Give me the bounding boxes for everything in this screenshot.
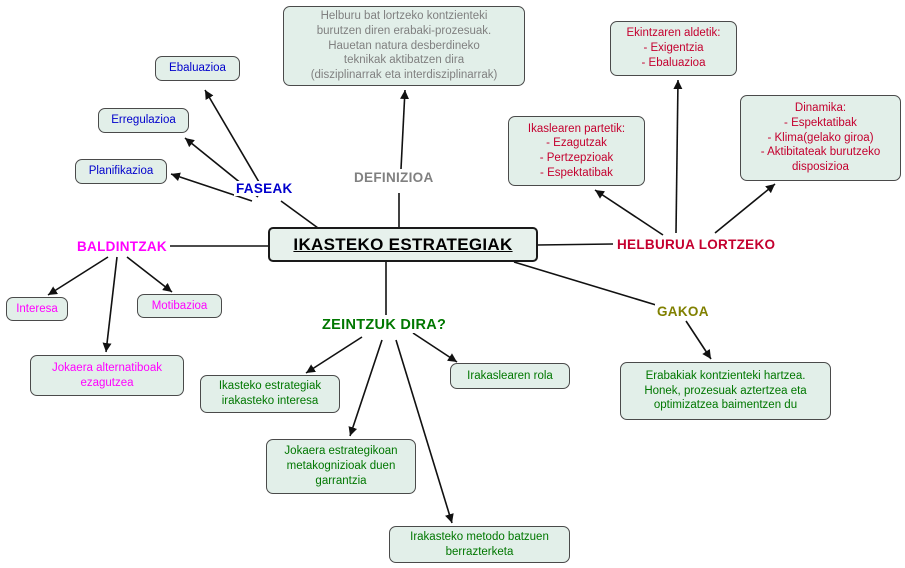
link-label-baldintzak[interactable]: BALDINTZAK [75, 239, 169, 254]
node-definizioa-testua[interactable]: Helburu bat lortzeko kontzienteki burutz… [283, 6, 525, 86]
node-ikasteko-estrategiak-interesa[interactable]: Ikasteko estrategiak irakasteko interesa [200, 375, 340, 413]
link-label-definizioa[interactable]: DEFINIZIOA [352, 170, 436, 185]
node-irakaslearen-rola[interactable]: Irakaslearen rola [450, 363, 570, 389]
node-planifikazioa[interactable]: Planifikazioa [75, 159, 167, 184]
central-concept[interactable]: IKASTEKO ESTRATEGIAK [268, 227, 538, 262]
node-interesa[interactable]: Interesa [6, 297, 68, 321]
node-ekintzaren-aldetik[interactable]: Ekintzaren aldetik: - Exigentzia - Ebalu… [610, 21, 737, 76]
node-erabakiak[interactable]: Erabakiak kontzienteki hartzea. Honek, p… [620, 362, 831, 420]
node-dinamika[interactable]: Dinamika: - Espektatibak - Klima(gelako … [740, 95, 901, 181]
node-ebaluazioa[interactable]: Ebaluazioa [155, 56, 240, 81]
node-jokaera-alternatiboak[interactable]: Jokaera alternatiboak ezagutzea [30, 355, 184, 396]
node-ikaslearen-partetik[interactable]: Ikaslearen partetik: - Ezagutzak - Pertz… [508, 116, 645, 186]
link-label-zeintzuk-dira[interactable]: ZEINTZUK DIRA? [320, 317, 449, 333]
link-label-helburua-lortzeko[interactable]: HELBURUA LORTZEKO [615, 237, 778, 252]
node-jokaera-estrategikoan[interactable]: Jokaera estrategikoan metakognizioak due… [266, 439, 416, 494]
node-erregulazioa[interactable]: Erregulazioa [98, 108, 189, 133]
node-motibazioa[interactable]: Motibazioa [137, 294, 222, 318]
node-irakasteko-metodo[interactable]: Irakasteko metodo batzuen berrazterketa [389, 526, 570, 563]
link-label-faseak[interactable]: FASEAK [234, 181, 295, 196]
link-label-gakoa[interactable]: GAKOA [655, 304, 711, 319]
